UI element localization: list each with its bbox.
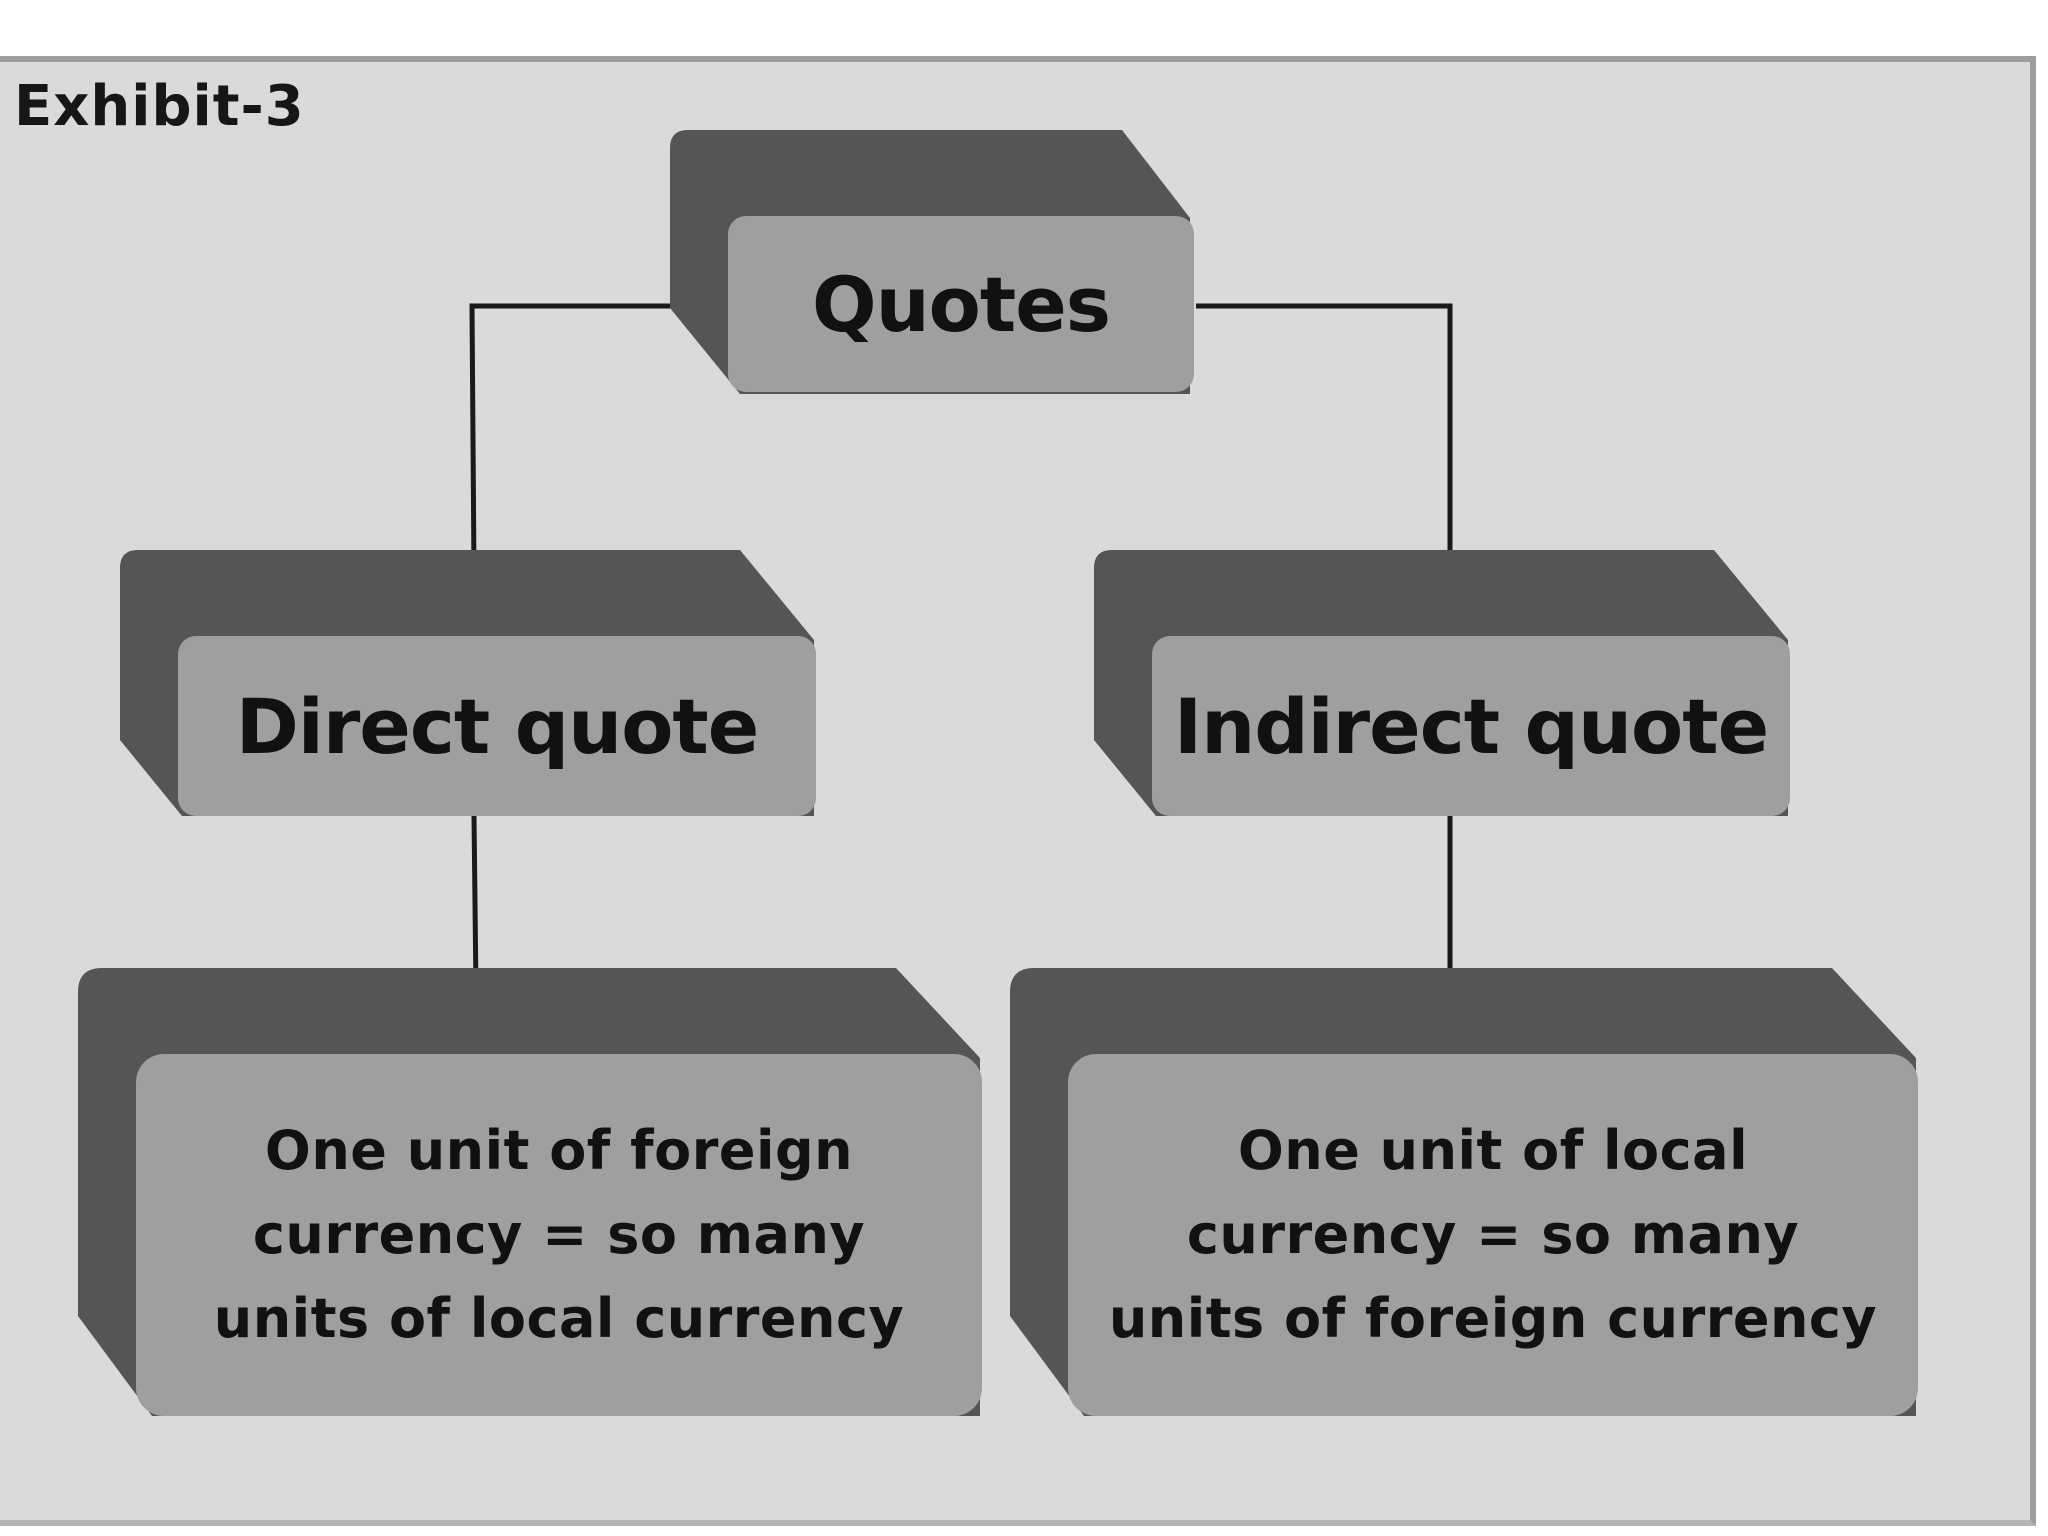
root-node-label: Quotes: [728, 216, 1194, 392]
indirect-quote-label: Indirect quote: [1152, 636, 1790, 816]
indirect-quote-description: One unit of local currency = so many uni…: [1068, 1054, 1918, 1416]
exhibit-label: Exhibit-3: [14, 74, 305, 139]
direct-quote-description: One unit of foreign currency = so many u…: [136, 1054, 982, 1416]
connector-root-to-indirect: [1196, 303, 1463, 577]
direct-quote-node: Direct quote: [120, 550, 816, 816]
root-node: Quotes: [670, 130, 1194, 394]
direct-quote-label: Direct quote: [178, 636, 816, 816]
indirect-quote-node: Indirect quote: [1094, 550, 1790, 816]
connector-direct-to-description: [463, 815, 489, 995]
connector-root-to-direct: [461, 303, 722, 577]
direct-quote-description-node: One unit of foreign currency = so many u…: [78, 968, 982, 1416]
indirect-quote-description-node: One unit of local currency = so many uni…: [1010, 968, 1918, 1416]
